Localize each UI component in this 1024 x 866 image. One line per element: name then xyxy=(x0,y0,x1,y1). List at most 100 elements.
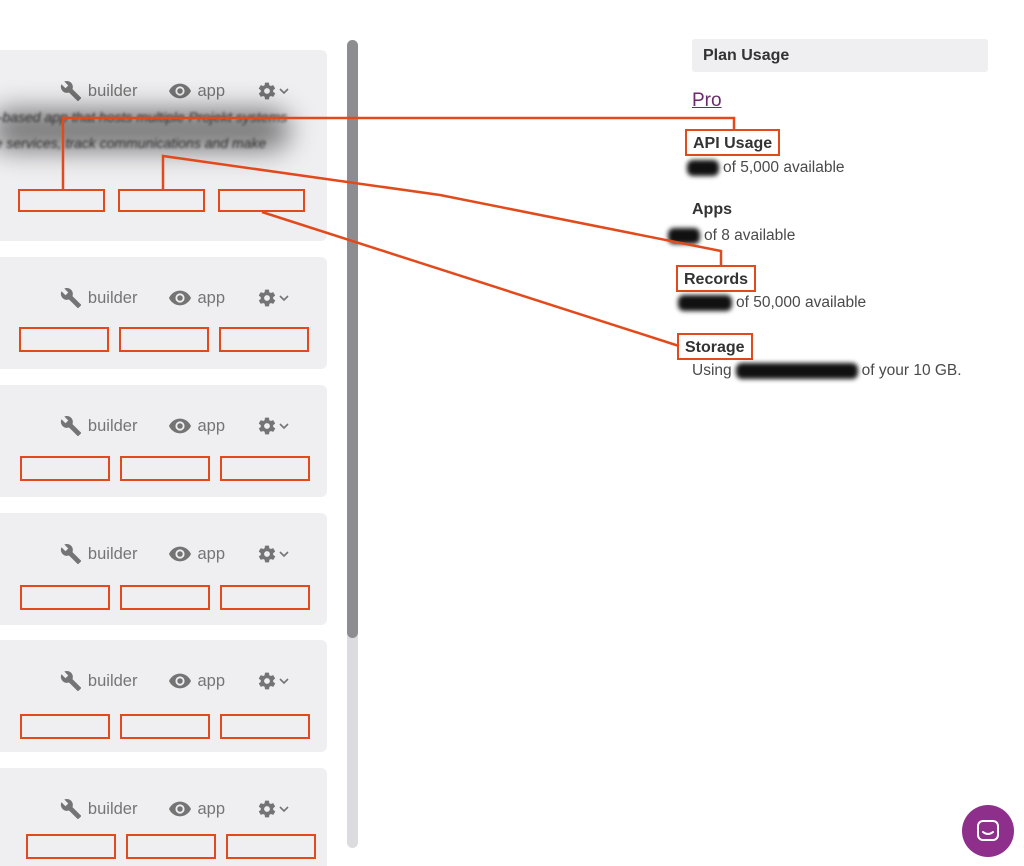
highlight-box xyxy=(20,714,110,739)
builder-label: builder xyxy=(87,288,138,307)
storage-suffix: of your 10 GB. xyxy=(861,362,962,379)
eye-icon xyxy=(169,290,192,306)
card-actions: builder app xyxy=(60,287,289,309)
builder-label: builder xyxy=(87,416,138,435)
builder-link[interactable]: builder xyxy=(60,287,138,309)
card-actions: builder app xyxy=(60,543,289,565)
builder-link[interactable]: builder xyxy=(60,80,138,102)
description-line-2: re services, track communications and ma… xyxy=(0,135,267,151)
apps-value: of 8 available xyxy=(668,227,795,245)
chevron-down-icon xyxy=(279,88,289,95)
highlight-box xyxy=(20,456,110,481)
highlight-box xyxy=(18,189,105,212)
settings-dropdown[interactable] xyxy=(257,671,289,691)
builder-link[interactable]: builder xyxy=(60,543,138,565)
highlight-box xyxy=(26,834,116,859)
eye-icon xyxy=(169,83,192,99)
chevron-down-icon xyxy=(279,806,289,813)
app-card: builder app xyxy=(0,257,327,369)
settings-dropdown[interactable] xyxy=(257,288,289,308)
chat-icon xyxy=(977,820,999,841)
settings-dropdown[interactable] xyxy=(257,416,289,436)
api-usage-label: API Usage xyxy=(693,134,773,152)
app-label: app xyxy=(197,416,225,435)
app-card: builder app xyxy=(0,385,327,497)
plan-name-link[interactable]: Pro xyxy=(692,90,722,111)
api-usage-title: API Usage xyxy=(685,129,781,156)
settings-dropdown[interactable] xyxy=(257,799,289,819)
storage-prefix: Using xyxy=(692,362,732,379)
apps-title: Apps xyxy=(692,201,732,218)
app-card: builder app xyxy=(0,513,327,625)
chevron-down-icon xyxy=(279,295,289,302)
app-description: p-based app that hosts multiple Projekt … xyxy=(0,104,310,156)
redacted-value xyxy=(687,160,719,176)
card-actions: builder app xyxy=(60,670,289,692)
settings-dropdown[interactable] xyxy=(257,81,289,101)
highlight-box xyxy=(120,714,210,739)
app-label: app xyxy=(197,671,225,690)
builder-label: builder xyxy=(87,81,138,100)
highlight-box xyxy=(120,456,210,481)
chevron-down-icon xyxy=(279,678,289,685)
records-suffix: of 50,000 available xyxy=(736,294,867,311)
eye-icon xyxy=(169,546,192,562)
app-link[interactable]: app xyxy=(169,545,225,564)
wrench-icon xyxy=(60,544,81,565)
builder-link[interactable]: builder xyxy=(60,415,138,437)
app-link[interactable]: app xyxy=(169,800,225,819)
storage-label: Storage xyxy=(685,338,745,356)
eye-icon xyxy=(169,801,192,817)
plan-usage-header: Plan Usage xyxy=(692,39,988,72)
builder-label: builder xyxy=(87,544,138,563)
card-actions: builder app xyxy=(60,798,289,820)
settings-dropdown[interactable] xyxy=(257,544,289,564)
storage-title: Storage xyxy=(677,333,753,360)
highlight-box xyxy=(219,327,309,352)
highlight-box xyxy=(118,189,205,212)
apps-suffix: of 8 available xyxy=(704,227,796,244)
eye-icon xyxy=(169,673,192,689)
gear-icon xyxy=(258,82,276,100)
chevron-down-icon xyxy=(279,551,289,558)
chat-launcher[interactable] xyxy=(962,805,1014,857)
highlight-box xyxy=(120,585,210,610)
gear-icon xyxy=(258,672,276,690)
storage-value: Using of your 10 GB. xyxy=(692,362,962,380)
app-link[interactable]: app xyxy=(169,417,225,436)
redacted-value xyxy=(678,295,732,311)
app-link[interactable]: app xyxy=(169,672,225,691)
app-card: builder app p-based app that hosts multi… xyxy=(0,50,327,241)
wrench-icon xyxy=(60,671,81,692)
highlight-box xyxy=(226,834,316,859)
gear-icon xyxy=(258,289,276,307)
builder-link[interactable]: builder xyxy=(60,798,137,820)
highlight-box xyxy=(220,456,310,481)
app-link[interactable]: app xyxy=(169,82,225,101)
api-usage-suffix: of 5,000 available xyxy=(723,159,845,176)
card-actions: builder app xyxy=(60,415,289,437)
highlight-box xyxy=(119,327,209,352)
highlight-box xyxy=(220,585,310,610)
highlight-box xyxy=(126,834,216,859)
redacted-value xyxy=(668,228,700,244)
card-actions: builder app xyxy=(60,80,289,102)
records-value: of 50,000 available xyxy=(678,294,866,312)
highlight-box xyxy=(20,585,110,610)
wrench-icon xyxy=(60,288,81,309)
wrench-icon xyxy=(60,799,81,820)
app-link[interactable]: app xyxy=(169,289,225,308)
app-label: app xyxy=(197,288,225,307)
gear-icon xyxy=(258,800,276,818)
redacted-value xyxy=(735,363,858,379)
records-label: Records xyxy=(684,270,749,288)
gear-icon xyxy=(258,545,276,563)
scrollbar-thumb[interactable] xyxy=(347,40,358,638)
builder-label: builder xyxy=(87,671,138,690)
chevron-down-icon xyxy=(279,423,289,430)
builder-link[interactable]: builder xyxy=(60,670,138,692)
eye-icon xyxy=(169,418,192,434)
highlight-box xyxy=(19,327,109,352)
wrench-icon xyxy=(60,416,81,437)
wrench-icon xyxy=(60,81,81,102)
